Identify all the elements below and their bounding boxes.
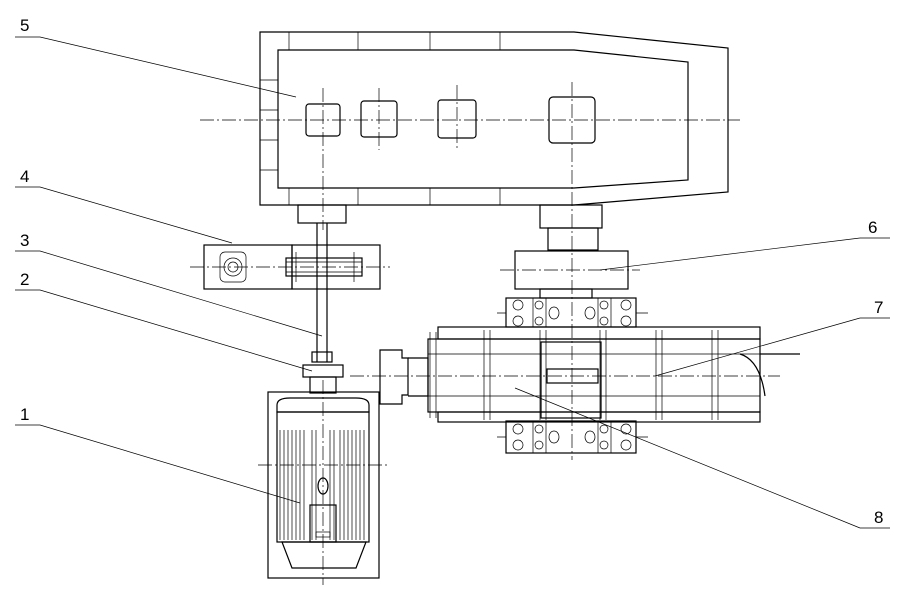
label-2: 2: [20, 270, 29, 289]
label-4: 4: [20, 167, 29, 186]
gearbox: [200, 31, 740, 460]
label-5: 5: [20, 16, 29, 35]
label-3: 3: [20, 231, 29, 250]
label-6: 6: [868, 218, 877, 237]
leader-lines: [15, 36, 890, 529]
motor: [258, 380, 390, 585]
label-8: 8: [874, 508, 883, 527]
brake-unit: [190, 244, 390, 290]
drive-assembly: [350, 204, 800, 454]
label-7: 7: [874, 298, 883, 317]
label-1: 1: [20, 405, 29, 424]
